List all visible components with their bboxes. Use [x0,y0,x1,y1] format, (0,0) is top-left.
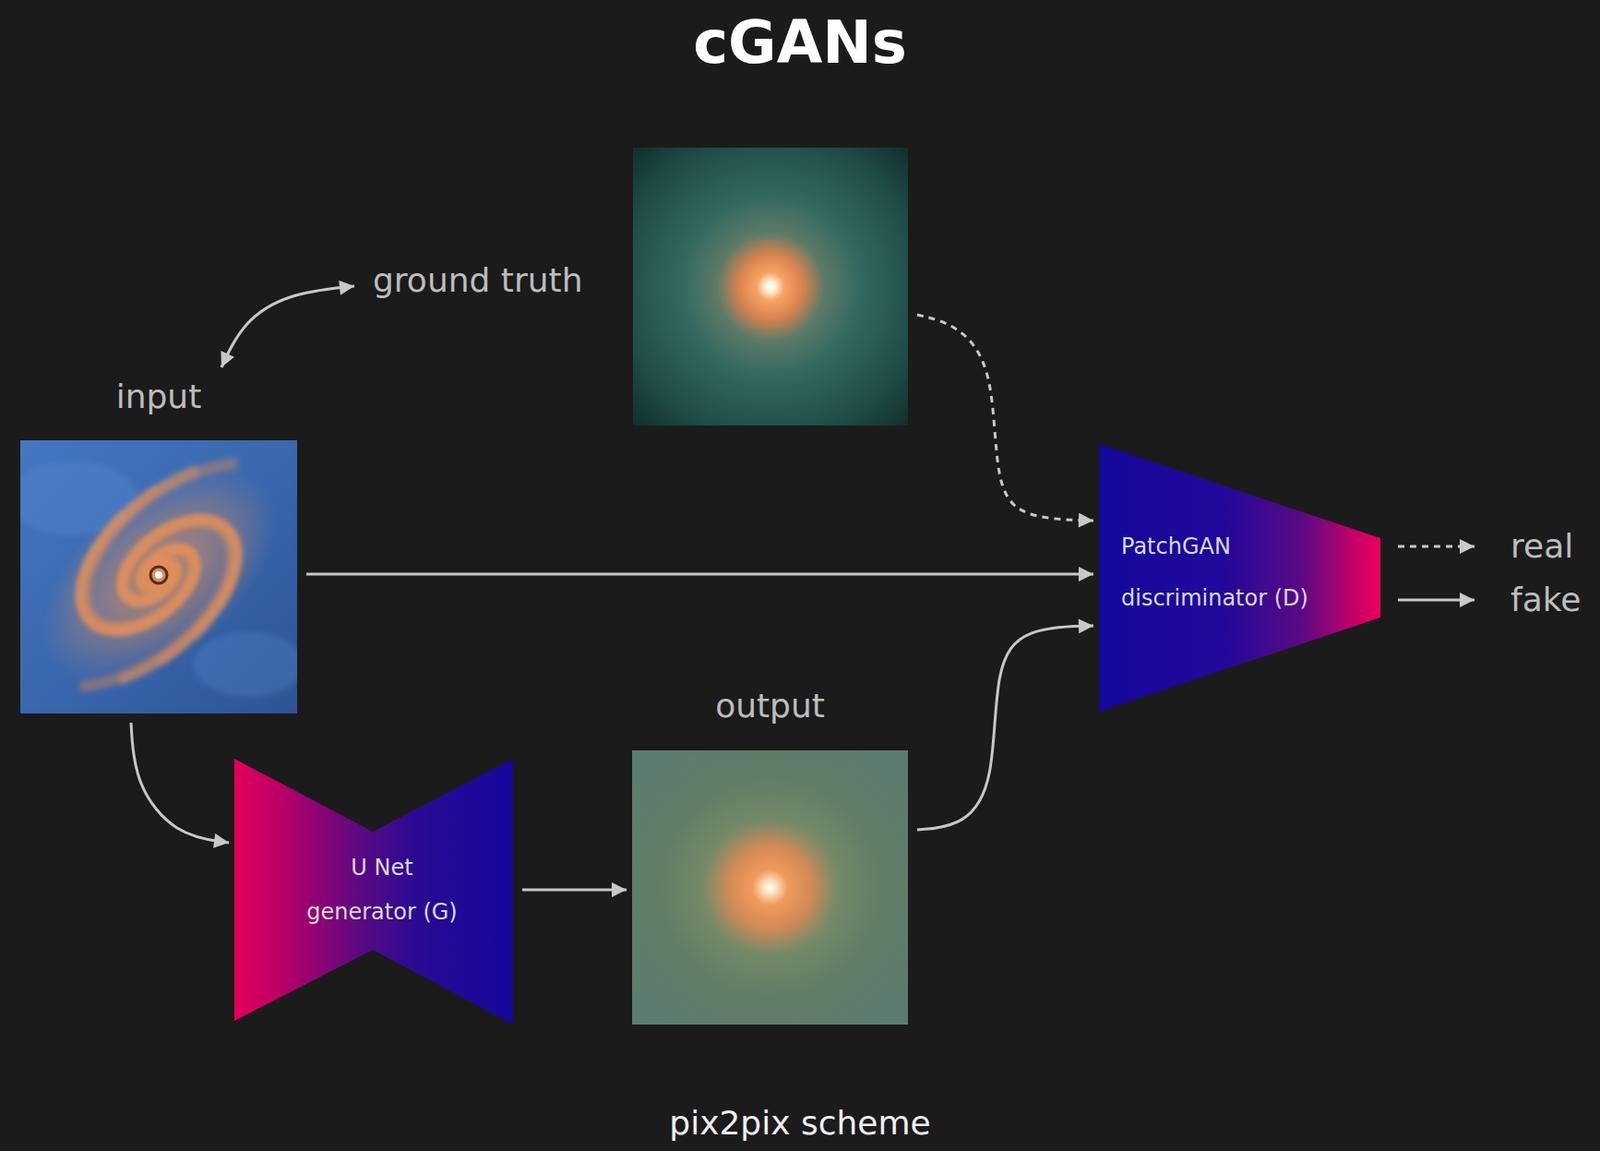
image-label: ground truth [372,260,583,301]
fake-arrow [1397,598,1475,602]
ground-truth-node: ground truth [359,147,908,426]
galaxy-core [155,571,163,579]
sky-patch [193,632,298,697]
block-label: PatchGAN discriminator (D) [1121,520,1334,624]
caption: pix2pix scheme [0,1102,1600,1143]
image-label: output [632,685,908,727]
flow-arrow [522,888,627,892]
flow-arrow [221,286,355,368]
spiral-arm [80,522,233,686]
output-class-label: fake [1510,579,1581,620]
discriminator-trapezoid-outline [1098,443,1381,712]
output-node: output [632,685,908,1025]
galaxy-glow [20,440,298,714]
real-arrow [1397,545,1475,549]
galaxy-image [20,440,298,714]
title: cGANs [0,7,1600,79]
input-node: input [20,376,298,714]
discriminator-trapezoid-shape [1098,443,1381,712]
discriminator-trapezoid: PatchGAN discriminator (D) [1098,443,1381,712]
generator-bowtie: U Net generator (G) [234,758,514,1025]
flow-arrow [917,625,1094,830]
galaxy-core-ring [150,566,168,584]
output-image [632,750,908,1025]
output-class-label: real [1510,525,1574,566]
image-label: input [20,376,298,418]
flow-arrow [131,722,229,843]
generator-bowtie-outline [234,758,514,1025]
flow-arrow [306,573,1094,576]
flow-arrow [917,314,1094,521]
ground-truth-image [632,147,908,426]
block-label: U Net generator (G) [298,845,466,934]
generator-bowtie-shape [234,758,514,1025]
